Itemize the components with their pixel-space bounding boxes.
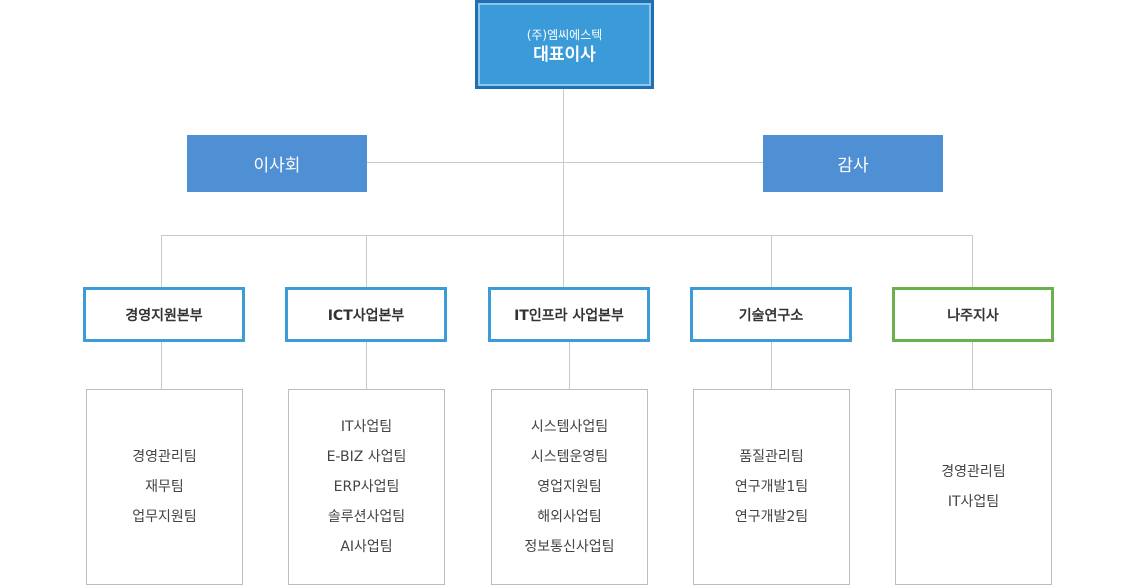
team-item: 솔루션사업팀 — [327, 509, 406, 525]
division-management-support: 경영지원본부 — [83, 287, 245, 342]
team-item: 정보통신사업팀 — [524, 539, 615, 555]
team-item: 시스템사업팀 — [530, 419, 609, 435]
company-name: (주)엠씨에스텍 — [526, 27, 603, 42]
ceo-box: (주)엠씨에스텍 대표이사 — [475, 0, 654, 89]
audit-box: 감사 — [763, 135, 943, 192]
division-it-infra-business: IT인프라 사업본부 — [488, 287, 650, 342]
connector-division-1 — [161, 235, 162, 289]
team-item: E-BIZ 사업팀 — [326, 449, 407, 465]
connector-division-5 — [972, 235, 973, 289]
team-item: 경영관리팀 — [941, 464, 1006, 480]
team-item: 경영관리팀 — [132, 449, 197, 465]
connector-division-4 — [771, 235, 772, 289]
team-item: 연구개발1팀 — [734, 479, 809, 495]
connector-teams-5 — [972, 341, 973, 389]
connector-board-audit — [367, 162, 763, 163]
connector-teams-3 — [569, 341, 570, 389]
team-item: AI사업팀 — [340, 539, 393, 555]
connector-teams-2 — [366, 341, 367, 389]
connector-teams-1 — [161, 341, 162, 389]
team-item: 해외사업팀 — [537, 509, 602, 525]
teams-box-tech-research: 품질관리팀 연구개발1팀 연구개발2팀 — [693, 389, 850, 585]
connector-division-bus — [161, 235, 973, 236]
team-item: ERP사업팀 — [333, 479, 400, 495]
team-item: IT사업팀 — [340, 419, 393, 435]
team-item: 연구개발2팀 — [734, 509, 809, 525]
team-item: 품질관리팀 — [739, 449, 804, 465]
division-tech-research: 기술연구소 — [690, 287, 852, 342]
teams-box-naju-branch: 경영관리팀 IT사업팀 — [895, 389, 1052, 585]
connector-teams-4 — [771, 341, 772, 389]
team-item: 업무지원팀 — [132, 509, 197, 525]
board-box: 이사회 — [187, 135, 367, 192]
teams-box-ict-business: IT사업팀 E-BIZ 사업팀 ERP사업팀 솔루션사업팀 AI사업팀 — [288, 389, 445, 585]
connector-division-2 — [366, 235, 367, 289]
team-item: 시스템운영팀 — [530, 449, 609, 465]
team-item: 재무팀 — [145, 479, 184, 495]
teams-box-it-infra-business: 시스템사업팀 시스템운영팀 영업지원팀 해외사업팀 정보통신사업팀 — [491, 389, 648, 585]
division-ict-business: ICT사업본부 — [285, 287, 447, 342]
team-item: IT사업팀 — [947, 494, 1000, 510]
connector-ceo-trunk — [563, 89, 564, 289]
team-item: 영업지원팀 — [537, 479, 602, 495]
ceo-title: 대표이사 — [533, 44, 596, 65]
division-naju-branch: 나주지사 — [892, 287, 1054, 342]
teams-box-management-support: 경영관리팀 재무팀 업무지원팀 — [86, 389, 243, 585]
